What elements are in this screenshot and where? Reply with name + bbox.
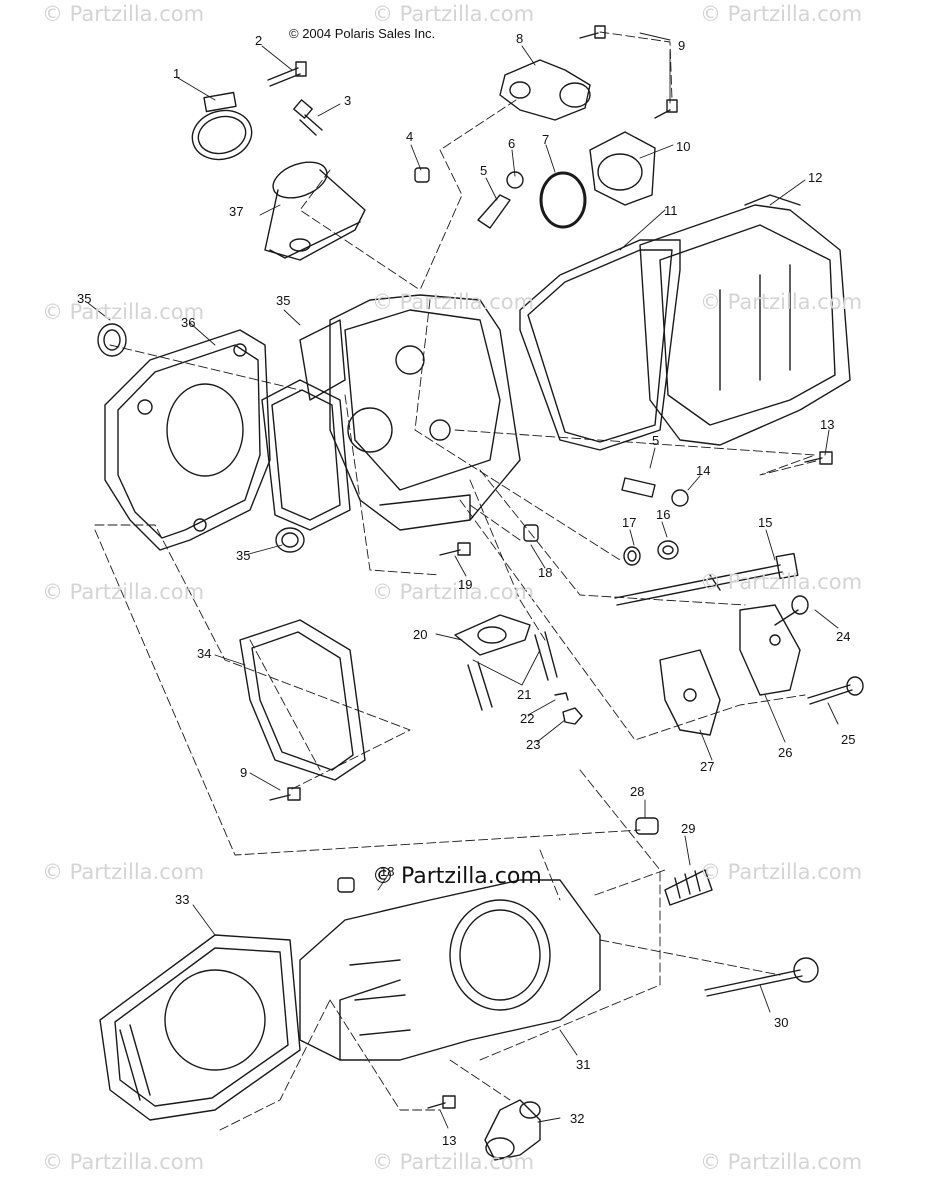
callout-14: 14 (696, 463, 711, 478)
cap-part-6 (506, 171, 524, 189)
callout-36: 36 (181, 315, 196, 330)
callout-17: 17 (622, 515, 637, 530)
dowel-part-28 (635, 817, 659, 835)
valve-cover-part-12 (639, 194, 851, 446)
callout-9-lower: 9 (240, 765, 248, 780)
callout-26: 26 (778, 745, 793, 760)
callout-3: 3 (344, 93, 352, 108)
callout-9-upper: 9 (678, 38, 686, 53)
assembly-lines (94, 31, 821, 1131)
seal-part-35-bottom (275, 527, 305, 553)
bolt-part-25 (807, 676, 864, 705)
hose-clamp-part (191, 91, 253, 161)
bracket-part-26 (739, 604, 801, 696)
callout-2: 2 (255, 33, 263, 48)
callout-33: 33 (175, 892, 190, 907)
cover-gasket-part-34 (239, 619, 366, 781)
seal-part-35-left (97, 323, 127, 357)
leader-lines (87, 32, 839, 1129)
callout-30: 30 (774, 1015, 789, 1030)
head-gasket-part-36 (104, 329, 271, 551)
bolt-part-9-lower (654, 99, 678, 119)
pin-part-5-upper (477, 194, 511, 229)
callout-18-lower: 18 (380, 864, 395, 879)
callout-4: 4 (406, 129, 414, 144)
bolt-part-2 (267, 61, 307, 87)
o-ring-part-7 (539, 171, 587, 229)
long-bolt-part-15 (614, 552, 799, 606)
callout-13-upper: 13 (820, 417, 835, 432)
thermostat-housing-part-10 (589, 131, 656, 206)
callout-13-lower: 13 (442, 1133, 457, 1148)
bolt-part-13-upper (804, 451, 833, 465)
dowel-part-4 (414, 167, 430, 183)
bolt-part-9-bottom (269, 787, 301, 801)
callout-21: 21 (517, 687, 532, 702)
seal-part-17 (623, 546, 641, 566)
copyright-text: © 2004 Polaris Sales Inc. (289, 26, 436, 41)
callout-6: 6 (508, 136, 516, 151)
seal-part-16 (657, 540, 679, 560)
cylinder-head-part (299, 294, 521, 531)
bolt-part-24 (774, 595, 809, 626)
stud-part-21-right (534, 631, 558, 681)
intake-boot-part (264, 161, 366, 261)
valve-cover-gasket-part-11 (519, 239, 681, 451)
callout-37: 37 (229, 204, 244, 219)
clip-part-22 (554, 692, 569, 701)
stud-part-21-left (467, 661, 493, 711)
nut-part-23 (562, 707, 583, 725)
callout-16: 16 (656, 507, 671, 522)
bolt-part-19 (439, 542, 471, 556)
gasket-part-20 (454, 614, 531, 656)
callout-23: 23 (526, 737, 541, 752)
callout-22: 22 (520, 711, 535, 726)
callout-7: 7 (542, 132, 550, 147)
pin-part-5-lower (621, 477, 656, 498)
center-watermark: © Partzilla.com (372, 864, 542, 889)
callout-24: 24 (836, 629, 851, 644)
dowel-part-18-lower (337, 877, 355, 893)
callout-8: 8 (516, 31, 524, 46)
callout-25: 25 (841, 732, 856, 747)
callout-11: 11 (664, 203, 678, 218)
callout-1: 1 (173, 66, 181, 81)
water-outlet-part-8 (499, 59, 591, 121)
callout-34: 34 (197, 646, 212, 661)
callout-29: 29 (681, 821, 696, 836)
callout-32: 32 (570, 1111, 585, 1126)
bolt-part-9-upper (579, 25, 606, 39)
callout-19: 19 (458, 577, 473, 592)
callout-18-upper: 18 (538, 565, 553, 580)
elbow-part-32 (484, 1099, 541, 1161)
dowel-part-18-upper (523, 524, 539, 542)
spring-part-29 (664, 869, 713, 906)
screw-part-3 (293, 99, 323, 136)
head-gasket-middle (261, 379, 351, 531)
callout-12: 12 (808, 170, 823, 185)
callout-35-left: 35 (77, 291, 92, 306)
cylinder-part-31 (299, 879, 601, 1061)
callout-31: 31 (576, 1057, 591, 1072)
callout-35-middle: 35 (276, 293, 291, 308)
callout-20: 20 (413, 627, 428, 642)
long-bolt-part-30 (704, 957, 819, 997)
base-gasket-part-33 (99, 934, 301, 1121)
bolt-part-13-lower (427, 1095, 456, 1109)
callout-35-bottom: 35 (236, 548, 251, 563)
cap-part-14 (671, 489, 689, 507)
callout-15: 15 (758, 515, 773, 530)
callout-27: 27 (700, 759, 715, 774)
callout-28: 28 (630, 784, 645, 799)
callout-10: 10 (676, 139, 691, 154)
bracket-part-27 (659, 649, 721, 736)
callout-5-lower: 5 (652, 433, 660, 448)
callout-5-upper: 5 (480, 163, 488, 178)
